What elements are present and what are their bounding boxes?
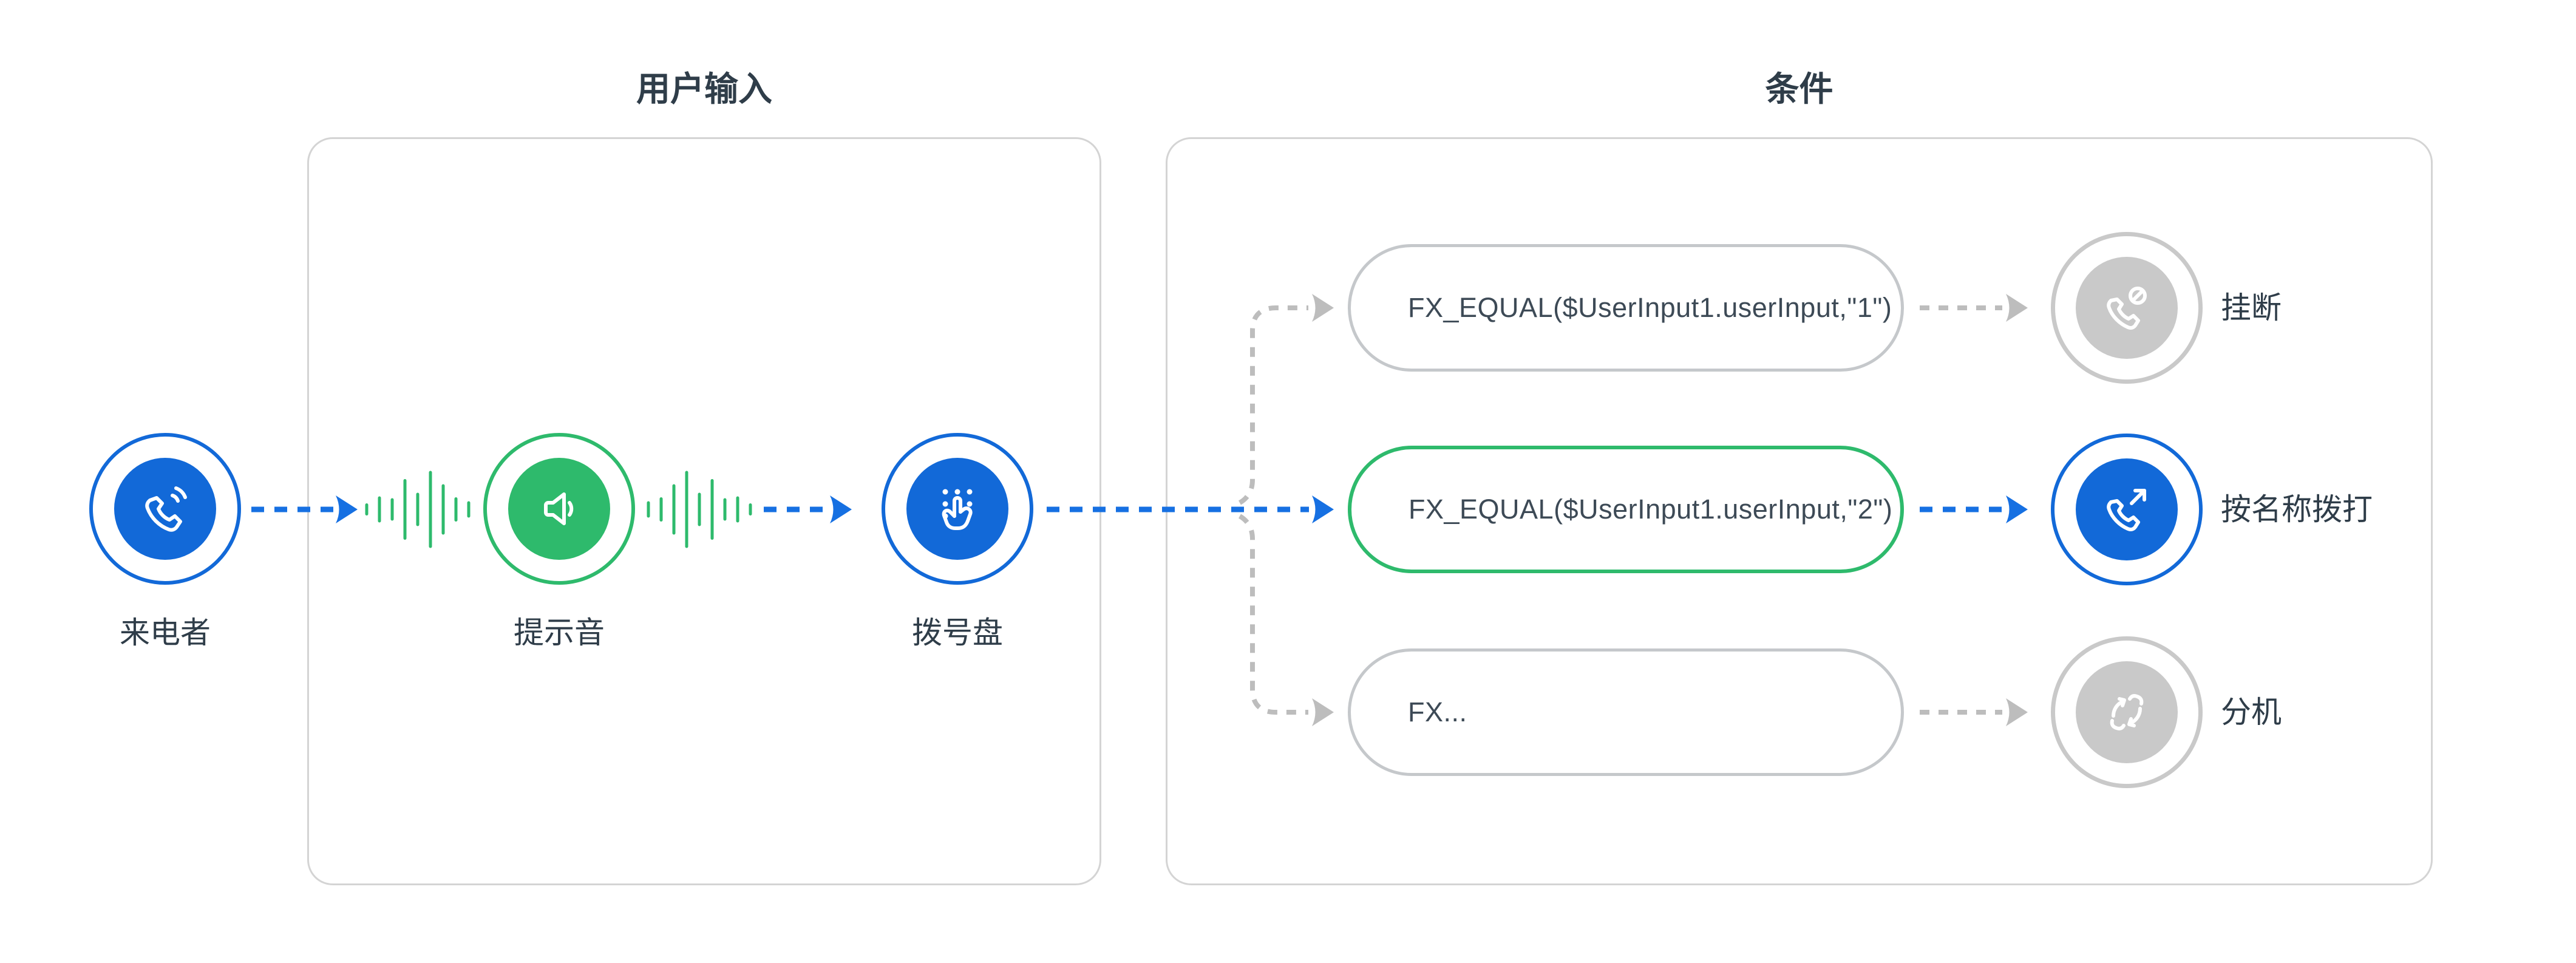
node-prompt-label: 提示音	[514, 616, 605, 650]
phone-hangup-icon	[2107, 287, 2147, 330]
condition-box-2[interactable]: FX_EQUAL($UserInput1.userInput,"2")	[1348, 446, 1904, 573]
group-title-user-input: 用户输入	[636, 70, 772, 108]
node-extension-label: 分机	[2221, 695, 2282, 729]
node-hangup-circle	[2076, 257, 2178, 359]
touch-dialpad-icon	[942, 489, 973, 530]
node-prompt-circle	[508, 458, 610, 560]
node-caller-label: 来电者	[120, 616, 211, 650]
group-title-condition: 条件	[1765, 70, 1833, 108]
condition-box-1[interactable]: FX_EQUAL($UserInput1.userInput,"1")	[1348, 244, 1904, 372]
speaker-icon	[544, 492, 574, 525]
node-hangup-label: 挂断	[2221, 291, 2282, 325]
node-dialpad-label: 拨号盘	[912, 616, 1003, 650]
node-caller[interactable]	[89, 433, 241, 585]
node-dial-by-name[interactable]	[2051, 434, 2203, 585]
node-dialpad-circle	[906, 458, 1008, 560]
node-extension-circle	[2076, 661, 2178, 763]
phone-call-icon	[145, 486, 187, 532]
node-caller-circle	[114, 458, 216, 560]
node-dial-by-name-circle	[2076, 458, 2178, 560]
node-prompt[interactable]	[483, 433, 635, 585]
node-dial-by-name-label: 按名称拨打	[2221, 492, 2373, 526]
node-dialpad[interactable]	[882, 433, 1033, 585]
node-hangup[interactable]	[2051, 232, 2203, 384]
phone-transfer-icon	[2110, 694, 2144, 730]
phone-outgoing-icon	[2107, 489, 2146, 531]
node-extension[interactable]	[2051, 636, 2203, 788]
condition-box-3[interactable]: FX...	[1348, 648, 1904, 776]
